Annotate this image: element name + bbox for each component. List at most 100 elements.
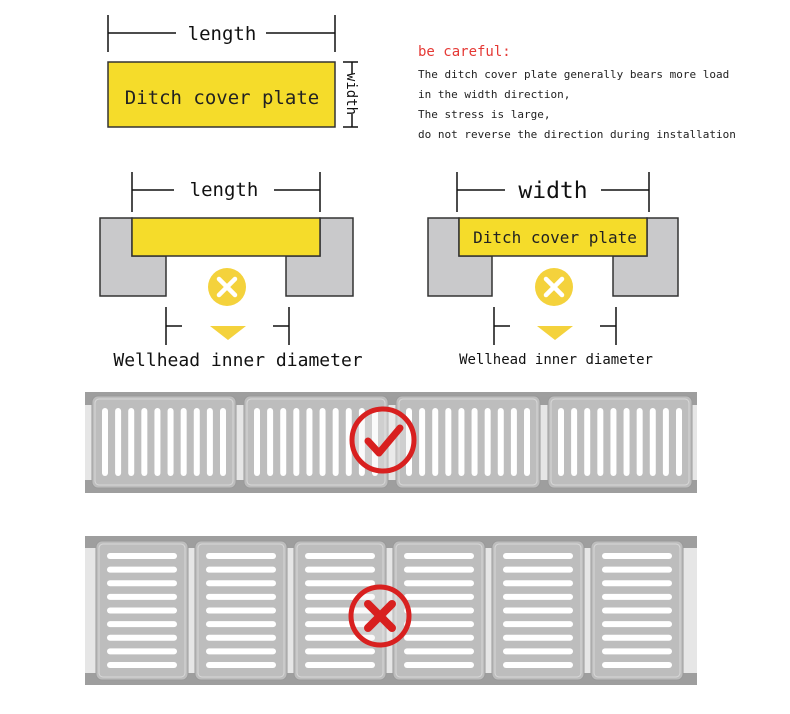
- grate-slot: [503, 566, 573, 573]
- top-plate-group: length Ditch cover plate width: [107, 15, 359, 128]
- grate-slot: [305, 566, 375, 573]
- grate-slot: [206, 553, 276, 559]
- grate-slot: [484, 408, 491, 476]
- vertical-slot-grate: [395, 395, 541, 489]
- vertical-slot-grate: [547, 395, 693, 489]
- grate-slot: [503, 634, 573, 641]
- grate-slot: [524, 408, 530, 476]
- grate-slot: [676, 408, 682, 476]
- grate-slot: [602, 566, 672, 573]
- grate-slot: [107, 621, 177, 628]
- horizontal-slot-grate: [95, 540, 189, 681]
- right-down-arrow-icon: [537, 326, 573, 340]
- top-ditch-cover-plate: [107, 61, 336, 128]
- grate-slot: [503, 607, 573, 614]
- horizontal-slot-grate: [194, 540, 288, 681]
- grate-slot: [602, 607, 672, 614]
- grate-slot: [404, 553, 474, 559]
- grate-slot: [404, 580, 474, 587]
- right-width-label: width: [518, 178, 587, 204]
- grate-slot: [305, 553, 375, 559]
- grate-slot: [404, 648, 474, 655]
- grate-slot: [167, 408, 174, 476]
- correct-rail-bottom: [85, 480, 697, 493]
- wrong-grate-row: [85, 536, 697, 685]
- warning-note: be careful: The ditch cover plate genera…: [418, 44, 736, 141]
- grate-slot: [584, 408, 591, 476]
- grate-slot: [503, 553, 573, 559]
- grate-slot: [193, 408, 200, 476]
- left-cross-section: length Wellhead inner diameter: [99, 172, 363, 371]
- grate-slot: [154, 408, 161, 476]
- grate-slot: [267, 408, 274, 476]
- grate-slot: [503, 593, 573, 600]
- grate-slot: [458, 408, 465, 476]
- grate-slot: [107, 634, 177, 641]
- horizontal-slot-grate: [392, 540, 486, 681]
- vertical-slot-grate: [243, 395, 389, 489]
- grate-slot: [107, 566, 177, 573]
- grate-slot: [107, 607, 177, 614]
- grate-slot: [345, 408, 352, 476]
- grate-slot: [497, 408, 504, 476]
- grate-slot: [623, 408, 630, 476]
- grate-slot: [404, 593, 474, 600]
- note-line: The stress is large,: [418, 108, 550, 121]
- grate-slot: [319, 408, 326, 476]
- correct-grate-row: [85, 392, 697, 493]
- grate-slot: [206, 607, 276, 614]
- cross-mark-icon: [348, 584, 412, 648]
- grate-slot: [503, 662, 573, 668]
- grate-slot: [115, 408, 122, 476]
- right-plate-label: Ditch cover plate: [473, 228, 637, 247]
- horizontal-slot-grate: [590, 540, 684, 681]
- grate-slot: [510, 408, 517, 476]
- note-heading: be careful:: [418, 44, 511, 60]
- grate-slot: [602, 621, 672, 628]
- grate-slot: [220, 408, 226, 476]
- right-x-marker-icon: [535, 268, 573, 306]
- grate-slot: [602, 580, 672, 587]
- grate-slot: [293, 408, 300, 476]
- grate-slot: [636, 408, 643, 476]
- grate-slot: [107, 662, 177, 668]
- grate-slot: [305, 580, 375, 587]
- grate-slot: [404, 634, 474, 641]
- grate-slot: [280, 408, 287, 476]
- grate-slot: [602, 553, 672, 559]
- top-plate-label: Ditch cover plate: [125, 87, 319, 109]
- right-width-dimension-line: [456, 172, 650, 212]
- left-ditch-cover-plate: [131, 217, 321, 257]
- left-diameter-dimension-line: [165, 307, 290, 345]
- horizontal-slot-grate: [491, 540, 585, 681]
- left-length-dimension-line: [131, 172, 321, 212]
- note-line: in the width direction,: [418, 88, 570, 101]
- grate-slot: [180, 408, 187, 476]
- grate-slot: [597, 408, 604, 476]
- grate-slot: [503, 648, 573, 655]
- grate-slot: [503, 621, 573, 628]
- grate-slot: [206, 621, 276, 628]
- width-dimension-line: [343, 61, 358, 128]
- grate-slot: [404, 621, 474, 628]
- grate-slot: [610, 408, 617, 476]
- grate-slot: [445, 408, 452, 476]
- note-line: The ditch cover plate generally bears mo…: [418, 68, 729, 81]
- top-length-label: length: [188, 23, 257, 45]
- right-diameter-dimension-line: [493, 307, 617, 345]
- left-wellhead-label: Wellhead inner diameter: [113, 350, 362, 371]
- grate-slot: [206, 593, 276, 600]
- grate-slot: [372, 408, 378, 476]
- grate-slot: [102, 408, 108, 476]
- grate-slot: [404, 662, 474, 668]
- grate-slot: [602, 662, 672, 668]
- grate-slot: [332, 408, 339, 476]
- grate-slot: [206, 634, 276, 641]
- right-cross-section: width Ditch cover plate Wellhead inner d…: [427, 172, 679, 368]
- correct-rail-top: [85, 392, 697, 405]
- grate-slot: [305, 662, 375, 668]
- grate-slot: [128, 408, 135, 476]
- grate-slot: [602, 634, 672, 641]
- left-down-arrow-icon: [210, 326, 246, 340]
